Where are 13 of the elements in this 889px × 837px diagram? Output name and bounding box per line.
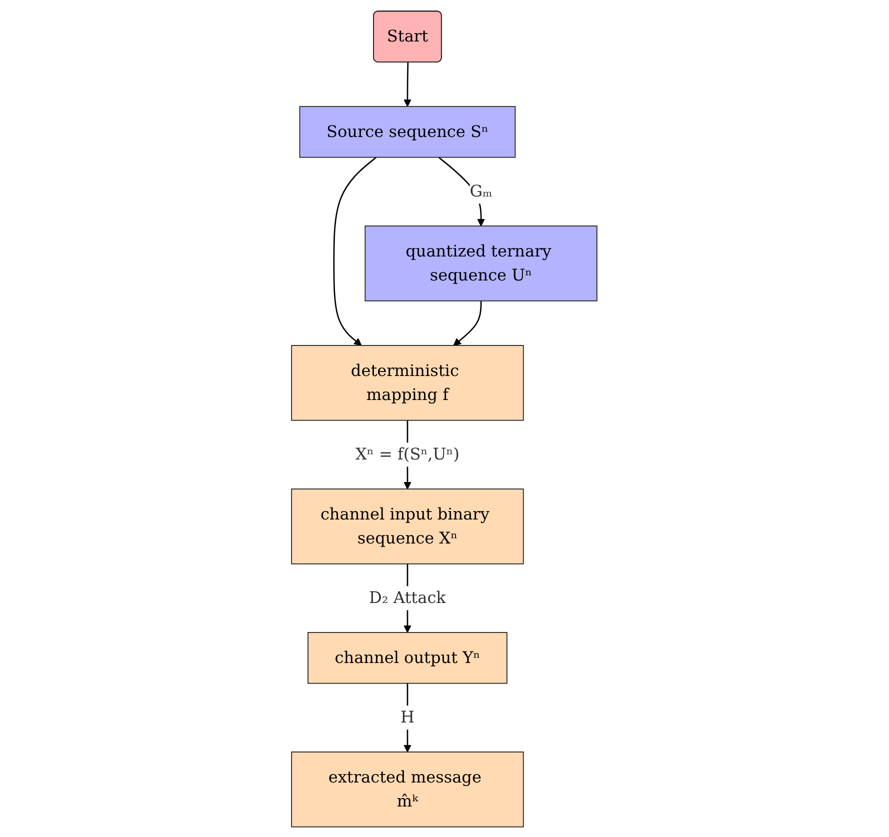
node-box: Source sequence Sⁿ [300, 106, 516, 158]
node-box: channel output Yⁿ [308, 632, 508, 684]
arrow [334, 156, 377, 346]
node-box: deterministic mapping f [291, 344, 524, 420]
node-box: channel input binary sequence Xⁿ [291, 488, 524, 564]
edge-label: D₂ Attack [369, 588, 446, 608]
arrow [453, 300, 482, 346]
arrow [404, 62, 412, 106]
edge-label: H [400, 708, 415, 727]
node-box: quantized ternary sequence Uⁿ [364, 225, 598, 301]
edge-label: Gₘ [470, 182, 493, 201]
edge-label: Xⁿ = f(Sⁿ,Uⁿ) [356, 444, 460, 464]
node-box: extracted message m̂ᵏ [291, 751, 524, 827]
